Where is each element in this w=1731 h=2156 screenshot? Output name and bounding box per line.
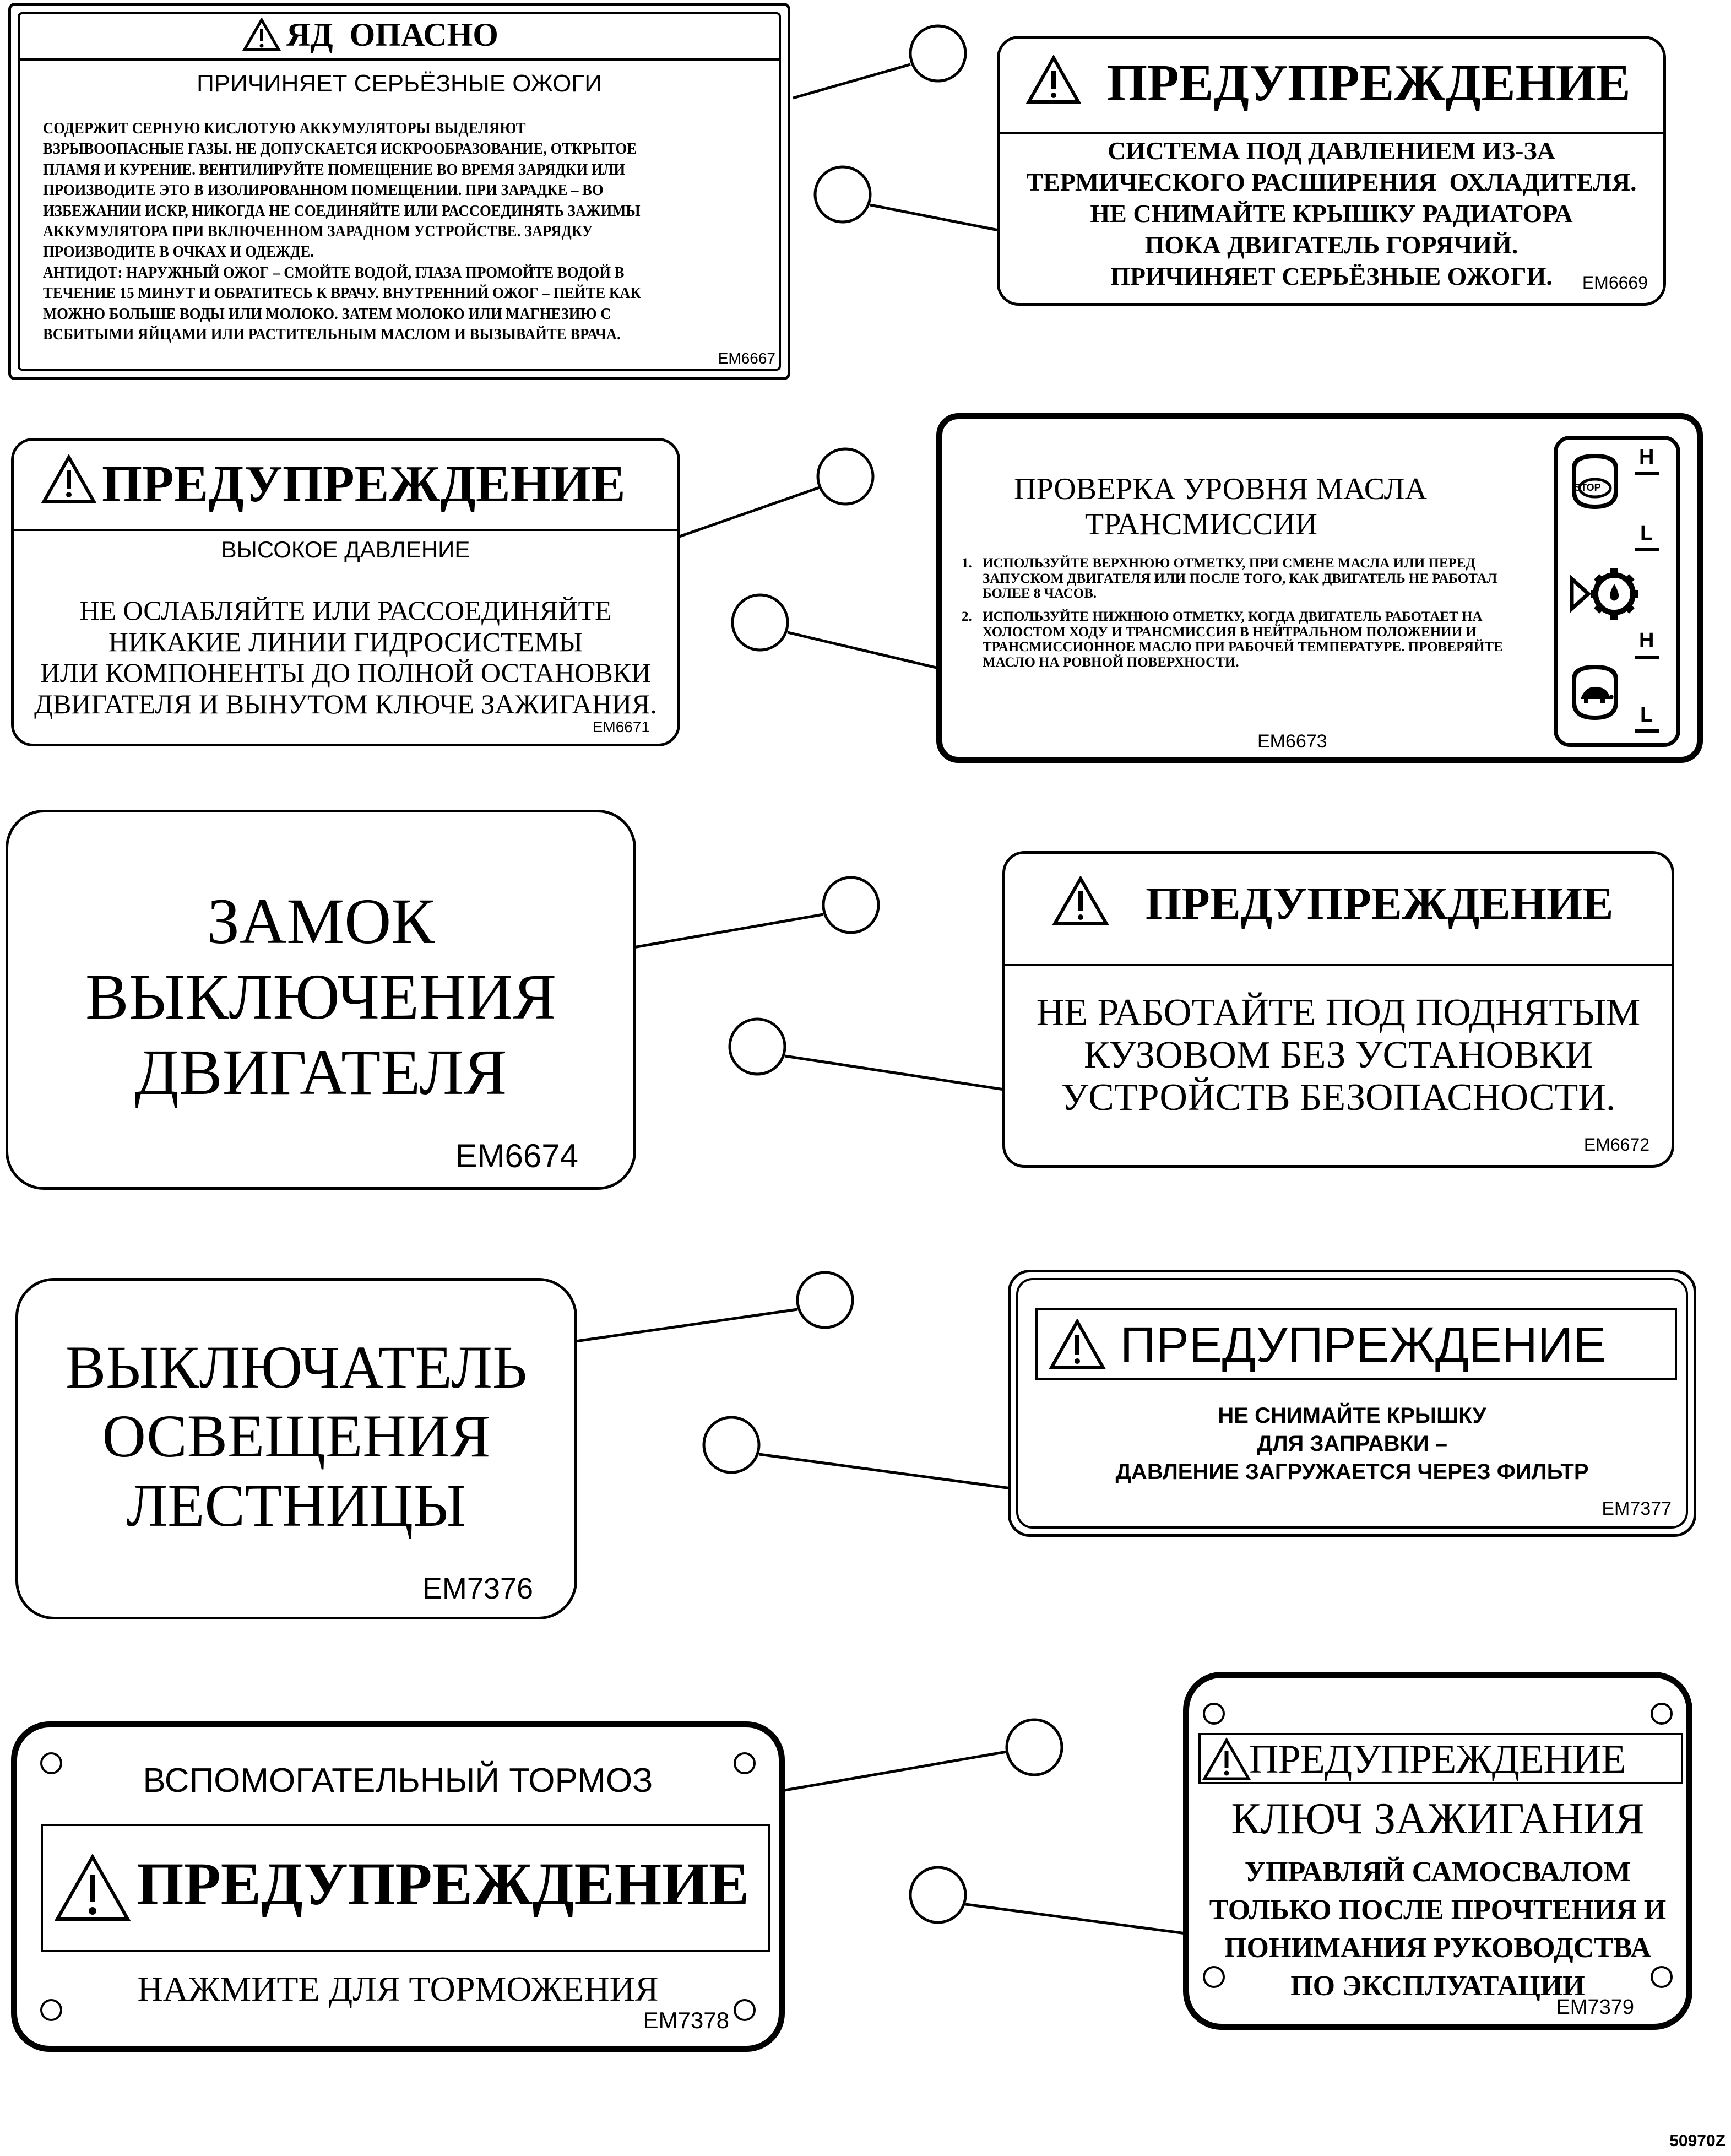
- leader-line-em7379: [965, 1903, 1186, 1935]
- callout-circle-em6673: [731, 593, 789, 652]
- decal-title: ПРЕДУПРЕЖДЕНИЕ: [1107, 55, 1631, 112]
- callout-circle-em6671: [816, 447, 875, 506]
- leader-line-em7378: [784, 1750, 1007, 1792]
- leader-line-em6669: [870, 203, 999, 232]
- stop-label: STOP: [1574, 482, 1601, 493]
- leader-line-em7376: [575, 1308, 798, 1343]
- callout-circle-em6667: [909, 24, 967, 83]
- warning-triangle-icon: [1052, 876, 1109, 925]
- leader-line-em6674: [633, 913, 824, 949]
- callout-circle-em6674: [822, 876, 880, 934]
- decal-em7378: ВСПОМОГАТЕЛЬНЫЙ ТОРМОЗ ПРЕДУПРЕЖДЕНИЕ НА…: [11, 1721, 785, 2052]
- decal-em6672: ПРЕДУПРЕЖДЕНИЕ НЕ РАБОТАЙТЕ ПОД ПОДНЯТЫМ…: [1002, 851, 1674, 1168]
- decal-em6669: ПРЕДУПРЕЖДЕНИЕ СИСТЕМА ПОД ДАВЛЕНИЕМ ИЗ-…: [997, 36, 1666, 306]
- list-item-number: 2.: [962, 609, 972, 624]
- callout-circle-em7376: [796, 1271, 854, 1329]
- decal-title: ПРЕДУПРЕЖДЕНИЕ: [102, 456, 626, 513]
- list-item-number: 1.: [962, 556, 972, 571]
- figure-code: 50970Z: [1669, 2132, 1725, 2150]
- callout-circle-em7379: [909, 1866, 967, 1924]
- decal-body: НЕ СНИМАЙТЕ КРЫШКУ ДЛЯ ЗАПРАВКИ – ДАВЛЕН…: [1115, 1404, 1589, 1484]
- decal-body: УПРАВЛЯЙ САМОСВАЛОМ ТОЛЬКО ПОСЛЕ ПРОЧТЕН…: [1209, 1856, 1667, 2002]
- decal-code: EM6673: [1257, 731, 1327, 752]
- warning-triangle-icon: [242, 18, 281, 51]
- decal-title: ЯД ОПАСНО: [286, 17, 498, 53]
- decal-em6667: ЯД ОПАСНО ПРИЧИНЯЕТ СЕРЬЁЗНЫЕ ОЖОГИ СОДЕ…: [8, 3, 790, 380]
- decal-code: EM7377: [1602, 1498, 1672, 1519]
- leader-line-em6671: [674, 486, 820, 540]
- decal-subtitle: ВСПОМОГАТЕЛЬНЫЙ ТОРМОЗ: [143, 1762, 653, 1800]
- list-item: ИСПОЛЬЗУЙТЕ ВЕРХНЮЮ ОТМЕТКУ, ПРИ СМЕНЕ М…: [983, 556, 1497, 601]
- decal-code: EM6669: [1582, 273, 1648, 292]
- high-mark-label: H: [1639, 446, 1654, 469]
- warning-header-box: ПРЕДУПРЕЖДЕНИЕ: [1035, 1308, 1677, 1380]
- decal-title: ПРЕДУПРЕЖДЕНИЕ: [1249, 1737, 1626, 1782]
- callout-circle-em6669: [813, 165, 872, 224]
- decal-body: НЕ РАБОТАЙТЕ ПОД ПОДНЯТЫМ КУЗОВОМ БЕЗ УС…: [1036, 992, 1641, 1119]
- leader-line-em7377: [758, 1453, 1016, 1491]
- decal-em7376: ВЫКЛЮЧАТЕЛЬ ОСВЕЩЕНИЯ ЛЕСТНИЦЫ EM7376: [15, 1278, 577, 1619]
- decal-body: НАЖМИТЕ ДЛЯ ТОРМОЖЕНИЯ: [137, 1969, 659, 2008]
- decal-code: EM6674: [455, 1137, 578, 1174]
- decal-heading: КЛЮЧ ЗАЖИГАНИЯ: [1231, 1795, 1645, 1843]
- low-mark-label: L: [1640, 703, 1653, 727]
- warning-triangle-icon: [54, 1854, 131, 1921]
- leader-line-em6672: [784, 1054, 1005, 1091]
- decal-code: EM7376: [422, 1572, 533, 1605]
- decal-title: ПРОВЕРКА УРОВНЯ МАСЛА ТРАНСМИССИИ: [1014, 472, 1428, 542]
- transmission-oil-icon: [1570, 568, 1638, 620]
- decal-code: EM6672: [1583, 1135, 1649, 1155]
- decal-code: EM6667: [718, 350, 775, 367]
- decal-code: EM6671: [592, 718, 650, 735]
- decal-code: EM7378: [643, 2007, 729, 2033]
- warning-triangle-icon: [1026, 55, 1081, 104]
- decal-body: ВЫКЛЮЧАТЕЛЬ ОСВЕЩЕНИЯ ЛЕСТНИЦЫ: [65, 1334, 528, 1539]
- list-item: ИСПОЛЬЗУЙТЕ НИЖНЮЮ ОТМЕТКУ, КОГДА ДВИГАТ…: [983, 609, 1503, 670]
- decal-em7379: ПРЕДУПРЕЖДЕНИЕ КЛЮЧ ЗАЖИГАНИЯ УПРАВЛЯЙ С…: [1183, 1672, 1692, 2030]
- decal-body: СИСТЕМА ПОД ДАВЛЕНИЕМ ИЗ-ЗА ТЕРМИЧЕСКОГО…: [1026, 137, 1637, 291]
- callout-circle-em7377: [702, 1416, 761, 1474]
- decal-em6673: ПРОВЕРКА УРОВНЯ МАСЛА ТРАНСМИССИИ 1. ИСП…: [936, 413, 1703, 763]
- callout-circle-em6672: [728, 1017, 786, 1076]
- dipstick-panel: STOP H L H L: [1554, 436, 1680, 747]
- leader-line-em6673: [787, 631, 937, 669]
- decal-body: НЕ ОСЛАБЛЯЙТЕ ИЛИ РАССОЕДИНЯЙТЕ НИКАКИЕ …: [34, 595, 657, 719]
- decal-code: EM7379: [1556, 1996, 1634, 2019]
- stop-engine-icon: [1572, 453, 1618, 510]
- turtle-idle-icon: [1572, 664, 1618, 721]
- decal-em7377: ПРЕДУПРЕЖДЕНИЕ НЕ СНИМАЙТЕ КРЫШКУ ДЛЯ ЗА…: [1008, 1270, 1696, 1537]
- warning-header-box: ПРЕДУПРЕЖДЕНИЕ: [1198, 1733, 1683, 1784]
- decal-body: СОДЕРЖИТ СЕРНУЮ КИСЛОТУЮ АККУМУЛЯТОРЫ ВЫ…: [43, 120, 641, 344]
- decal-em6671: ПРЕДУПРЕЖДЕНИЕ ВЫСОКОЕ ДАВЛЕНИЕ НЕ ОСЛАБ…: [11, 438, 680, 746]
- decal-em6674: ЗАМОК ВЫКЛЮЧЕНИЯ ДВИГАТЕЛЯ EM6674: [6, 810, 636, 1190]
- warning-triangle-icon: [1049, 1319, 1106, 1369]
- warning-triangle-icon: [41, 454, 96, 503]
- decal-subtitle: ПРИЧИНЯЕТ СЕРЬЁЗНЫЕ ОЖОГИ: [197, 70, 602, 97]
- high-mark-label: H: [1639, 629, 1654, 652]
- decal-title: ПРЕДУПРЕЖДЕНИЕ: [137, 1850, 750, 1917]
- decal-title: ПРЕДУПРЕЖДЕНИЕ: [1146, 878, 1614, 929]
- decal-subtitle: ВЫСОКОЕ ДАВЛЕНИЕ: [221, 537, 470, 562]
- decal-body: ЗАМОК ВЫКЛЮЧЕНИЯ ДВИГАТЕЛЯ: [85, 885, 557, 1108]
- warning-triangle-icon: [1202, 1737, 1251, 1780]
- warning-header-box: ПРЕДУПРЕЖДЕНИЕ: [41, 1824, 770, 1952]
- low-mark-label: L: [1640, 522, 1653, 545]
- leader-line-em6667: [793, 63, 911, 100]
- callout-circle-em7378: [1005, 1718, 1063, 1776]
- decal-title: ПРЕДУПРЕЖДЕНИЕ: [1120, 1318, 1607, 1373]
